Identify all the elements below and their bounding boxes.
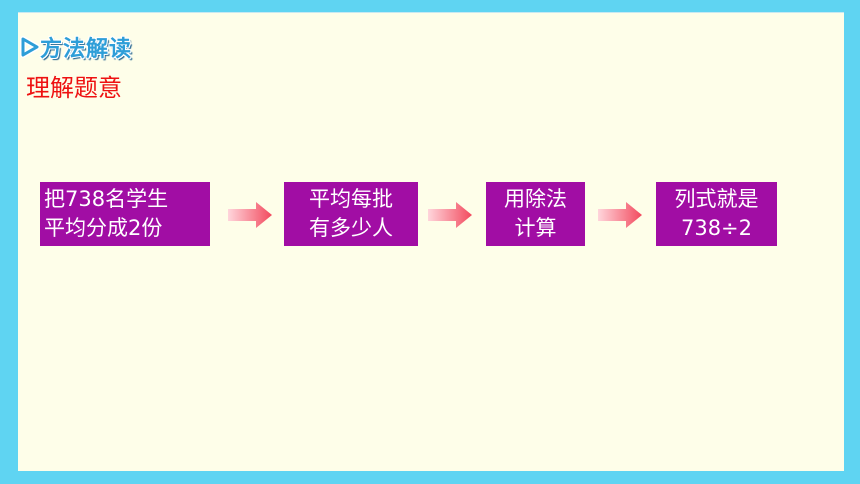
right-arrow-icon [598, 202, 642, 228]
right-arrow-icon [228, 202, 272, 228]
flow-step-3: 用除法 计算 [486, 182, 585, 246]
flow-step-1: 把738名学生 平均分成2份 [40, 182, 210, 246]
flow-step-3-line1: 用除法 [504, 187, 567, 211]
slide-page: 方法解读 理解题意 把738名学生 平均分成2份 平均每批 有多少人 用除法 [18, 12, 844, 471]
flow-step-1-line1: 把738名学生 [44, 187, 169, 211]
flow-step-2: 平均每批 有多少人 [284, 182, 418, 246]
flow-step-1-line2: 平均分成2份 [44, 216, 163, 240]
section-title: 方法解读 [40, 37, 133, 62]
flow-step-3-line2: 计算 [514, 216, 557, 240]
flow-step-4-line2: 738÷2 [680, 216, 753, 240]
right-arrow-icon [428, 202, 472, 228]
flow-step-2-line1: 平均每批 [309, 187, 393, 211]
flow-step-4: 列式就是 738÷2 [656, 182, 777, 246]
flow-step-2-line2: 有多少人 [309, 216, 393, 240]
subtitle: 理解题意 [26, 74, 122, 102]
triangle-play-icon [20, 36, 40, 58]
flow-step-4-line1: 列式就是 [674, 187, 759, 211]
section-heading: 方法解读 [18, 31, 132, 63]
